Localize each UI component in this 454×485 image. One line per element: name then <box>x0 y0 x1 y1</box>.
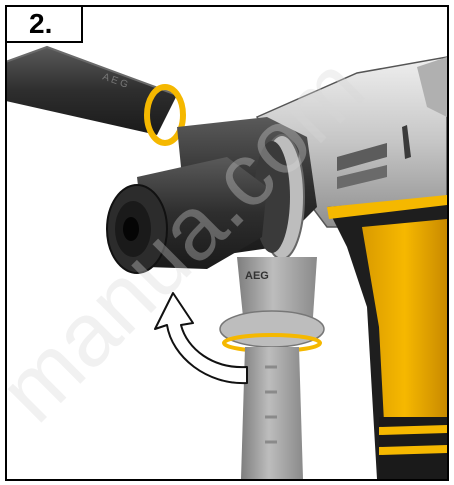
auxiliary-handle: AEG <box>219 257 325 479</box>
step-number: 2. <box>29 8 53 39</box>
rotary-hammer-illustration: A E G <box>7 45 447 479</box>
illustration-frame: 2. <box>5 5 449 481</box>
rotate-arrow-icon <box>154 292 248 385</box>
handle-ring <box>144 84 186 146</box>
step-number-box: 2. <box>7 7 83 43</box>
brand-mark: AEG <box>245 270 269 282</box>
chuck-assembly <box>106 117 317 274</box>
lower-body <box>327 195 447 479</box>
side-grip-bar: A E G <box>7 45 178 135</box>
